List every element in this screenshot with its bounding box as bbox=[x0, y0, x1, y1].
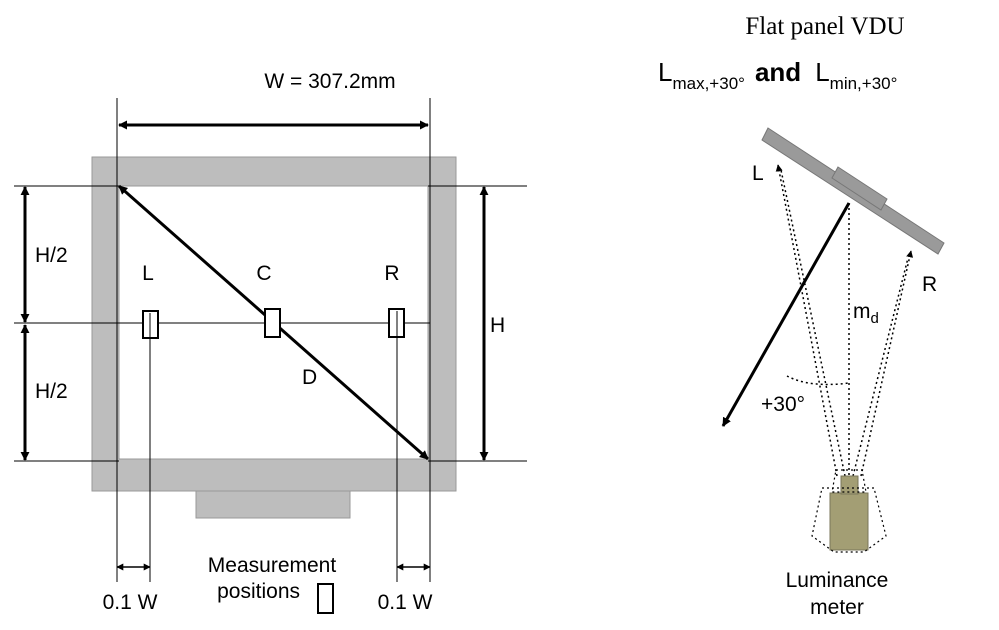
flat-panel-housing bbox=[831, 166, 888, 211]
distance-subscript: d bbox=[871, 310, 879, 327]
and-word: and bbox=[755, 57, 801, 87]
margin-left-label: 0.1 W bbox=[103, 591, 158, 614]
position-right-label: R bbox=[384, 262, 399, 285]
margin-right-label: 0.1 W bbox=[378, 591, 433, 614]
height-label: H bbox=[490, 314, 505, 337]
vdu-title: Flat panel VDU bbox=[745, 13, 904, 40]
angle-label: +30° bbox=[761, 393, 805, 416]
sight-line-right-inner bbox=[852, 257, 909, 477]
left-diagram: W = 307.2mm H/2 H/2 H D L C R 0.1 W 0.1 … bbox=[14, 70, 527, 614]
legend-position-symbol bbox=[317, 583, 334, 614]
half-height-top-label: H/2 bbox=[35, 244, 68, 267]
lmin-symbol: L bbox=[815, 57, 829, 87]
monitor-stand bbox=[195, 490, 351, 519]
lmax-symbol: L bbox=[658, 57, 672, 87]
legend-line-1: Measurement bbox=[208, 554, 337, 577]
lmin-subscript: min,+30° bbox=[830, 74, 898, 93]
distance-symbol: m bbox=[853, 300, 871, 323]
diagonal-label: D bbox=[302, 366, 317, 389]
half-height-bottom-label: H/2 bbox=[35, 380, 68, 403]
luminance-meter-icon bbox=[811, 469, 887, 553]
legend-line-2: positions bbox=[217, 580, 300, 603]
luminance-notation: Lmax,+30° and Lmin,+30° bbox=[658, 57, 897, 93]
position-left-label: L bbox=[142, 262, 154, 285]
panel-normal-arrow bbox=[721, 202, 851, 427]
sight-line-right-outer bbox=[860, 250, 914, 477]
angle-arc bbox=[786, 375, 850, 386]
point-right-label: R bbox=[922, 273, 937, 296]
meter-label-line-2: meter bbox=[810, 596, 864, 619]
width-label: W = 307.2mm bbox=[264, 70, 395, 93]
meter-label-line-1: Luminance bbox=[786, 569, 889, 592]
sight-line-left-outer bbox=[775, 164, 838, 477]
sight-line-left-inner bbox=[780, 169, 846, 477]
position-center-label: C bbox=[256, 262, 271, 285]
point-left-label: L bbox=[752, 162, 764, 185]
lmax-subscript: max,+30° bbox=[672, 74, 744, 93]
measurement-distance-label: md bbox=[853, 300, 879, 327]
measurement-position-center bbox=[264, 308, 281, 338]
